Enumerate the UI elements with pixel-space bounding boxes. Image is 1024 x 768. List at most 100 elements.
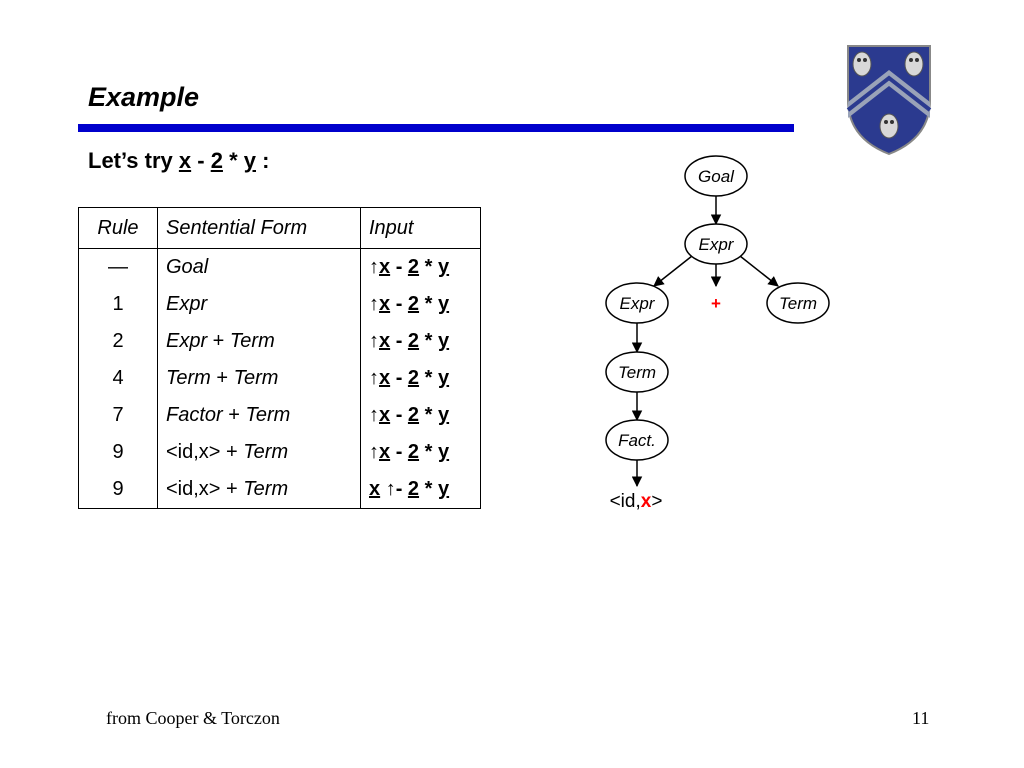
token-two: 2 — [407, 478, 420, 500]
token-x: x — [379, 293, 391, 315]
node-expr-left-label: Expr — [620, 294, 656, 313]
derivation-table: Rule Sentential Form Input —Goal↑x - 2 *… — [78, 207, 481, 509]
header-rule: Rule — [78, 207, 158, 249]
token-two: 2 — [407, 367, 420, 389]
node-factor-shape — [605, 419, 669, 461]
form-symbol: + — [207, 330, 230, 352]
node-id-leaf-label: <id,x> — [610, 491, 663, 512]
edge-expr-expr — [653, 255, 693, 287]
node-term-left-label: Term — [618, 363, 656, 382]
token-y: y — [437, 478, 450, 500]
token-x: x — [379, 256, 391, 278]
cell-sentential-form: Expr — [157, 286, 361, 323]
node-expr-left-shape — [605, 282, 669, 324]
form-symbol: Term — [245, 404, 291, 426]
token-times: * — [424, 330, 433, 352]
token-x: x — [379, 441, 391, 463]
token-two: 2 — [407, 404, 420, 426]
node-term-right-shape — [766, 282, 830, 324]
token-minus: - — [395, 256, 403, 278]
token-minus: - — [395, 441, 403, 463]
node-expr-root-label: Expr — [699, 235, 735, 254]
footer-source: from Cooper & Torczon — [106, 708, 280, 728]
token-times: * — [424, 293, 433, 315]
token-minus: - — [395, 330, 403, 352]
form-symbol: Term — [243, 441, 289, 463]
cursor-arrow-icon: ↑ — [369, 293, 379, 315]
edge-expr-term — [739, 255, 779, 287]
cell-sentential-form: Term + Term — [157, 360, 361, 397]
cursor-arrow-icon: ↑ — [369, 441, 379, 463]
table-header-row: Rule Sentential Form Input — [78, 207, 481, 249]
token-y: y — [437, 293, 450, 315]
university-shield-logo — [846, 45, 932, 156]
form-symbol: + — [222, 404, 246, 426]
token-minus: - — [395, 367, 403, 389]
cell-input: ↑x - 2 * y — [360, 397, 481, 434]
cursor-arrow-icon: ↑ — [369, 256, 379, 278]
form-symbol: <id,x> — [166, 478, 221, 500]
token-y: y — [437, 404, 450, 426]
token-times: * — [424, 256, 433, 278]
page-number: 11 — [912, 708, 930, 728]
cell-rule: — — [78, 248, 158, 286]
cell-sentential-form: <id,x> + Term — [157, 434, 361, 471]
table-row: 2 Expr + Term ↑x - 2 * y — [78, 323, 481, 360]
token-two: 2 — [407, 256, 420, 278]
token-y: y — [437, 256, 450, 278]
token-times: * — [424, 367, 433, 389]
cell-input: x ↑- 2 * y — [360, 471, 481, 509]
token-minus: - — [395, 293, 403, 315]
table-row: 9<id,x> + Term↑x - 2 * y — [78, 434, 481, 471]
tree-edges — [631, 196, 779, 488]
node-goal-shape — [684, 155, 748, 197]
token-x: x — [369, 478, 381, 500]
token-times: * — [424, 478, 433, 500]
cell-rule: 4 — [78, 360, 158, 397]
token-y: y — [437, 441, 450, 463]
cursor-arrow-icon: ↑ — [369, 367, 379, 389]
header-input: Input — [360, 207, 481, 249]
form-symbol: + — [220, 441, 244, 463]
header-sentential-form: Sentential Form — [157, 207, 361, 249]
cell-sentential-form: <id,x> + Term — [157, 471, 361, 509]
token-times: * — [424, 441, 433, 463]
token-x: x — [379, 367, 391, 389]
cell-input: ↑x - 2 * y — [360, 248, 481, 286]
form-symbol: <id,x> — [166, 441, 221, 463]
node-plus-label: + — [711, 294, 721, 313]
token-minus: - — [395, 478, 403, 500]
cursor-arrow-icon: ↑ — [385, 478, 396, 500]
token-two: 2 — [407, 441, 420, 463]
cell-input: ↑x - 2 * y — [360, 323, 481, 360]
token-two: 2 — [407, 330, 420, 352]
form-symbol: Expr — [166, 330, 208, 352]
cell-rule: 9 — [78, 434, 158, 471]
token-y: y — [437, 367, 450, 389]
cell-input: ↑x - 2 * y — [360, 434, 481, 471]
cell-sentential-form: Goal — [157, 248, 361, 286]
intro-text: Let’s try x - 2 * y : — [88, 148, 270, 173]
slide-title: Example — [88, 82, 200, 112]
cell-input: ↑x - 2 * y — [360, 286, 481, 323]
title-divider — [78, 124, 794, 132]
form-symbol: Factor — [166, 404, 223, 426]
node-expr-root-shape — [684, 223, 748, 265]
token-x: x — [379, 404, 391, 426]
node-term-left-shape — [605, 351, 669, 393]
node-goal-label: Goal — [698, 167, 735, 186]
form-symbol: + — [210, 367, 234, 389]
form-symbol: Term — [229, 330, 275, 352]
form-symbol: + — [220, 478, 244, 500]
cell-input: ↑x - 2 * y — [360, 360, 481, 397]
token-x: x — [379, 330, 391, 352]
table-row: —Goal↑x - 2 * y — [78, 248, 481, 286]
form-symbol: Expr — [166, 293, 208, 315]
token-times: * — [424, 404, 433, 426]
